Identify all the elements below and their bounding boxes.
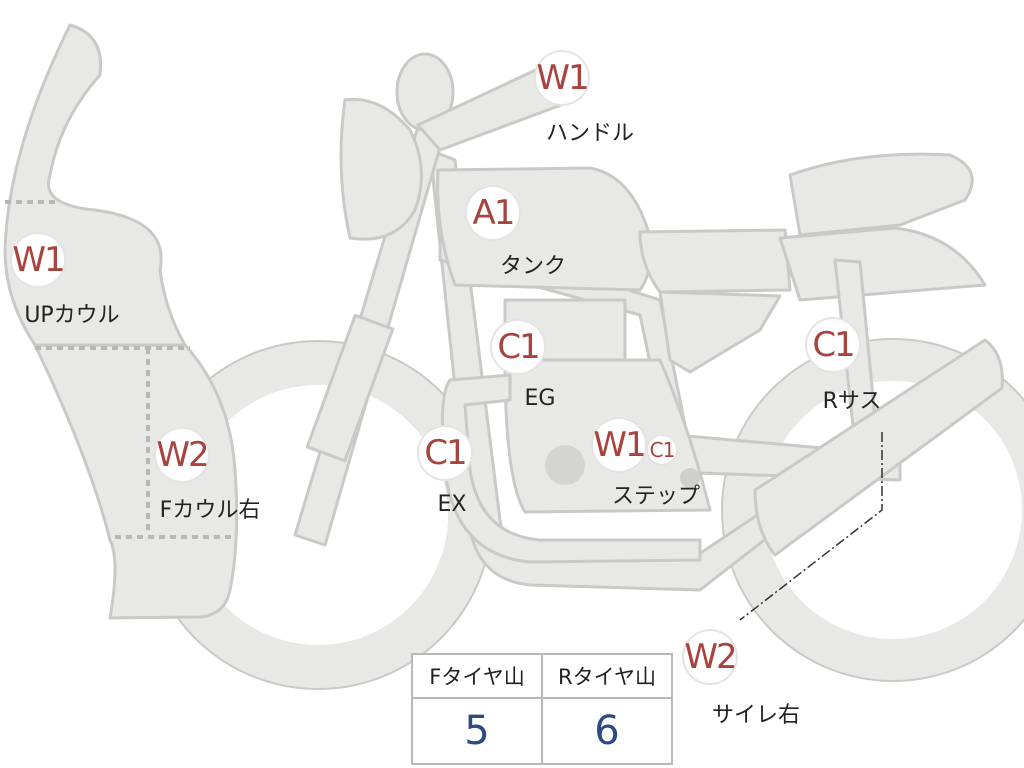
headlight — [339, 97, 423, 241]
up-cowl-code: W1 — [12, 234, 66, 286]
muffler-leader-line — [739, 432, 883, 621]
rear-suspension-label: Rサス — [822, 389, 882, 414]
step-label: ステップ — [611, 484, 701, 509]
tail — [788, 152, 974, 237]
front-cowl-right-label: Fカウル右 — [159, 498, 261, 523]
rear-tire-value: 6 — [541, 697, 673, 765]
rear-suspension-code: C1 — [807, 319, 859, 371]
front-cowl-shape — [33, 343, 239, 620]
step-code-secondary: C1 — [648, 436, 676, 464]
up-cowl-label: UPカウル — [24, 303, 120, 328]
engine-label: EG — [524, 386, 556, 411]
exhaust-code: C1 — [419, 427, 471, 479]
rear-tire-header: Rタイヤ山 — [541, 653, 673, 699]
handle-code: W1 — [536, 52, 590, 104]
rear-cowl — [778, 226, 987, 302]
front-cowl-right-code: W2 — [156, 429, 210, 481]
rear-wheel-edge — [721, 338, 1024, 682]
rear-wheel — [722, 339, 1024, 681]
tire-tread-table: Fタイヤ山 Rタイヤ山 5 6 — [411, 653, 673, 765]
exhaust-label: EX — [437, 492, 467, 517]
front-tire-header: Fタイヤ山 — [411, 653, 543, 699]
front-tire-value: 5 — [411, 697, 543, 765]
muffler — [753, 338, 1004, 557]
tank-label: タンク — [499, 254, 567, 279]
step-code: W1 — [593, 419, 647, 471]
fork-guard — [305, 313, 395, 463]
engine-cover — [545, 445, 585, 485]
muffler-right-label: サイレ右 — [711, 703, 801, 728]
seat — [638, 228, 792, 294]
side-cover — [658, 290, 782, 374]
step-peg — [680, 468, 700, 488]
handle-label: ハンドル — [545, 121, 635, 146]
muffler-right-code: W2 — [684, 631, 738, 683]
tank-code: A1 — [467, 187, 519, 239]
engine-code: C1 — [492, 321, 544, 373]
